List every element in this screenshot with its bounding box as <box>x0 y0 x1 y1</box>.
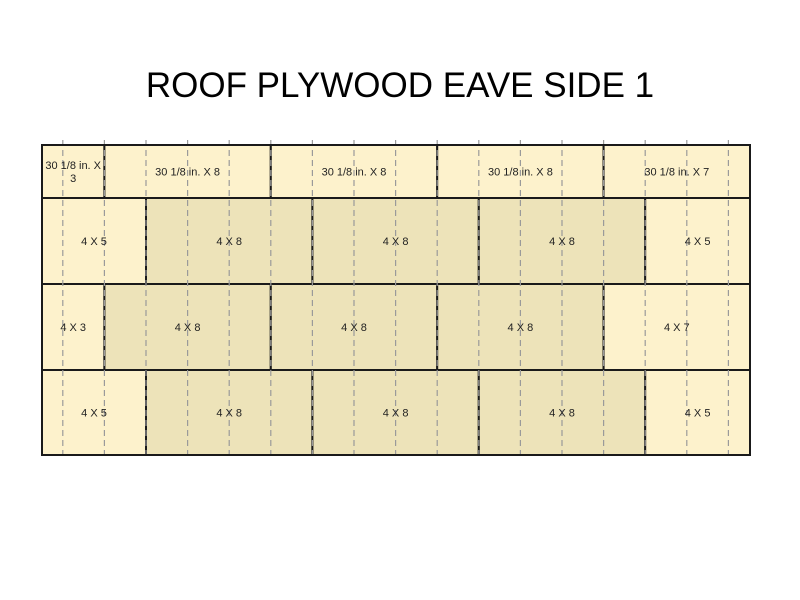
panel-label: 4 X 8 <box>549 236 575 248</box>
panel-label: 30 1/8 in. X <box>45 160 101 172</box>
roof-outline <box>41 144 751 456</box>
panel-label: 30 1/8 in. X 8 <box>488 167 553 179</box>
panel-label: 4 X 8 <box>383 236 409 248</box>
panel-label: 30 1/8 in. X 8 <box>322 167 387 179</box>
panel-label: 4 X 8 <box>341 322 367 334</box>
panel-label: 4 X 8 <box>216 236 242 248</box>
panel-label: 4 X 5 <box>685 236 711 248</box>
panel-label: 4 X 8 <box>383 408 409 420</box>
panel-label: 4 X 8 <box>175 322 201 334</box>
rafter-lines-layer <box>62 140 730 455</box>
panel-label: 3 <box>70 173 76 185</box>
plywood-panel <box>41 369 147 456</box>
panel-label: 4 X 3 <box>60 322 86 334</box>
plywood-panel <box>41 144 106 199</box>
panel-label: 30 1/8 in. X 7 <box>644 167 709 179</box>
plywood-panel <box>602 283 751 371</box>
panel-label: 4 X 8 <box>549 408 575 420</box>
panel-label: 4 X 7 <box>664 322 690 334</box>
panel-label: 4 X 5 <box>81 408 107 420</box>
panel-label: 4 X 8 <box>216 408 242 420</box>
panel-label: 30 1/8 in. X 8 <box>155 167 220 179</box>
panel-label: 4 X 8 <box>508 322 534 334</box>
panel-labels-layer: 30 1/8 in. X3 30 1/8 in. X 8 30 1/8 in. X … <box>45 160 710 420</box>
panel-label: 4 X 5 <box>685 408 711 420</box>
panel-label: 4 X 5 <box>81 236 107 248</box>
page-title: ROOF PLYWOOD EAVE SIDE 1 <box>145 66 655 105</box>
